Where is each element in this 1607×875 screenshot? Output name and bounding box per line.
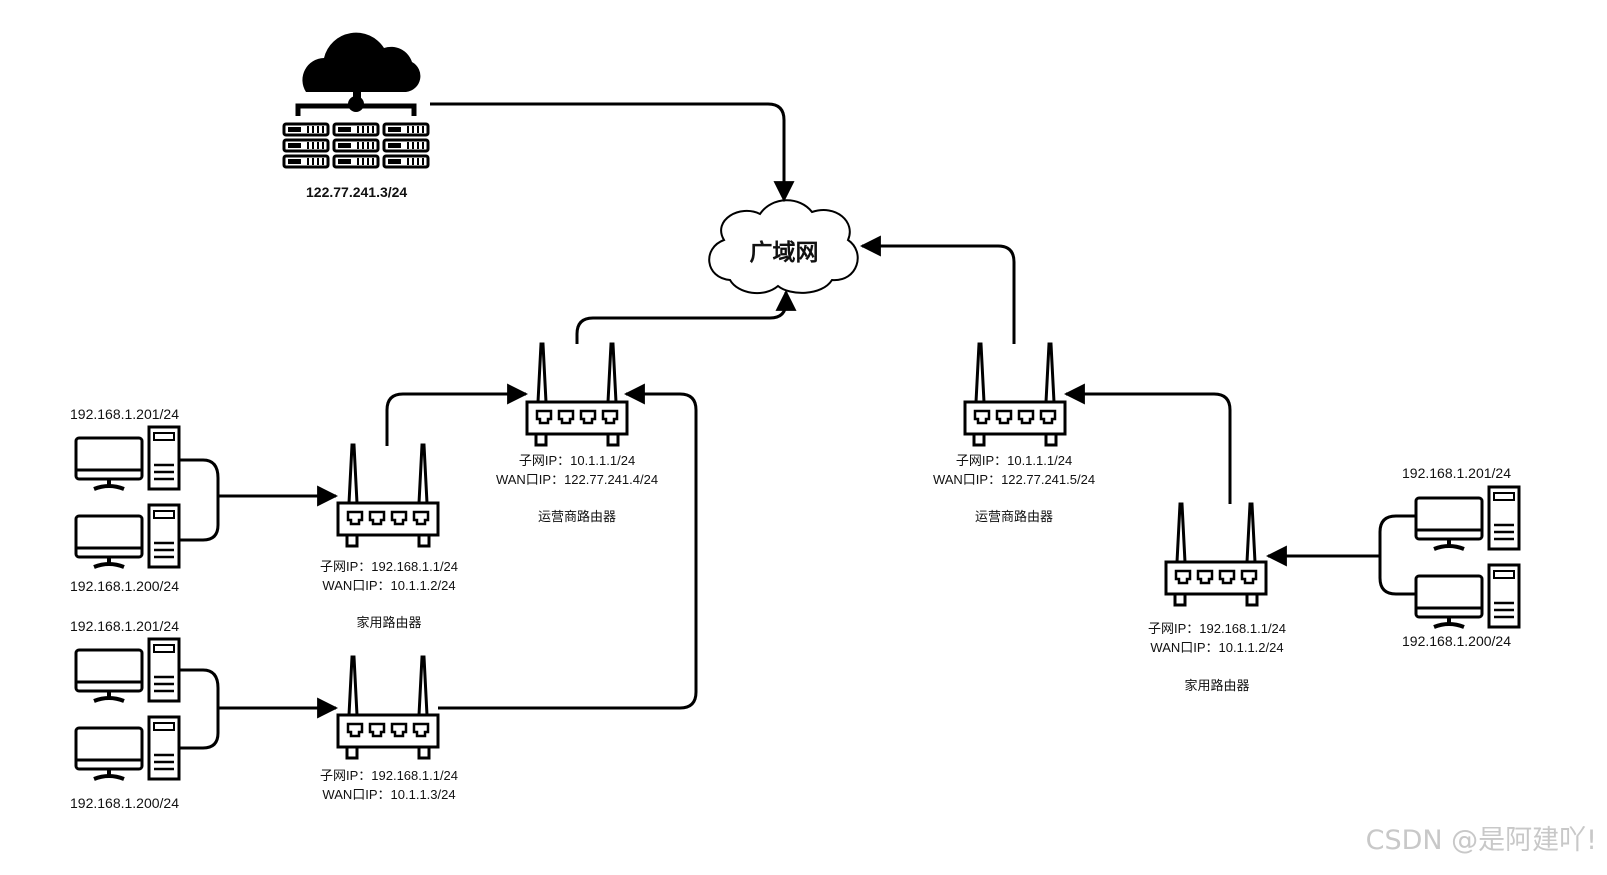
home1-wan-ip: WAN口IP：10.1.1.2/24 (322, 578, 456, 593)
pc-ip-g2-bottom: 192.168.1.200/24 (70, 795, 179, 811)
home1-name: 家用路由器 (356, 615, 422, 630)
pc-ip-g3-bottom: 192.168.1.200/24 (1402, 633, 1511, 649)
home1-subnet-ip: 子网IP：192.168.1.1/24 (319, 559, 459, 574)
link-group3-to-home3 (1268, 514, 1415, 596)
pc-icon-g1-bottom (74, 503, 181, 569)
home3-wan-ip: WAN口IP：10.1.1.2/24 (1150, 640, 1284, 655)
link-home3-to-isp-right (1063, 383, 1232, 504)
home3-subnet-ip: 子网IP：192.168.1.1/24 (1147, 621, 1287, 636)
pc-ip-g3-top: 192.168.1.201/24 (1402, 465, 1511, 481)
link-home2-to-isp-left (438, 383, 698, 710)
pc-icon-g3-bottom (1414, 563, 1521, 629)
pc-ip-g2-top: 192.168.1.201/24 (70, 618, 179, 634)
isp-left-name: 运营商路由器 (537, 509, 617, 524)
link-isp-right-to-wan (859, 235, 1016, 344)
home-router-1-icon (336, 443, 440, 548)
isp-right-name: 运营商路由器 (974, 509, 1054, 524)
isp-router-left-icon (525, 342, 629, 447)
link-group2-to-home2 (180, 668, 336, 750)
cloud-server-icon (282, 32, 430, 169)
home-router-3-icon (1164, 502, 1268, 607)
home-router-2-icon (336, 655, 440, 760)
link-group1-to-home1 (180, 458, 336, 542)
isp-router-right-icon (963, 342, 1067, 447)
pc-icon-g3-top (1414, 485, 1521, 551)
link-home1-to-isp-left (385, 383, 529, 446)
link-server-to-wan (430, 102, 795, 203)
home3-name: 家用路由器 (1184, 678, 1250, 693)
home2-wan-ip: WAN口IP：10.1.1.3/24 (322, 787, 456, 802)
pc-ip-g1-top: 192.168.1.201/24 (70, 406, 179, 422)
isp-right-subnet-ip: 子网IP：10.1.1.1/24 (955, 453, 1073, 468)
link-isp-left-to-wan (575, 289, 797, 344)
wan-label: 广域网 (749, 240, 819, 266)
pc-ip-g1-bottom: 192.168.1.200/24 (70, 578, 179, 594)
pc-icon-g1-top (74, 425, 181, 491)
home2-subnet-ip: 子网IP：192.168.1.1/24 (319, 768, 459, 783)
server-ip-label: 122.77.241.3/24 (306, 184, 408, 200)
isp-left-wan-ip: WAN口IP：122.77.241.4/24 (495, 472, 659, 487)
pc-icon-g2-bottom (74, 715, 181, 781)
isp-left-subnet-ip: 子网IP：10.1.1.1/24 (518, 453, 636, 468)
watermark: CSDN @是阿建吖! (1365, 825, 1597, 856)
pc-icon-g2-top (74, 637, 181, 703)
isp-right-wan-ip: WAN口IP：122.77.241.5/24 (932, 472, 1096, 487)
